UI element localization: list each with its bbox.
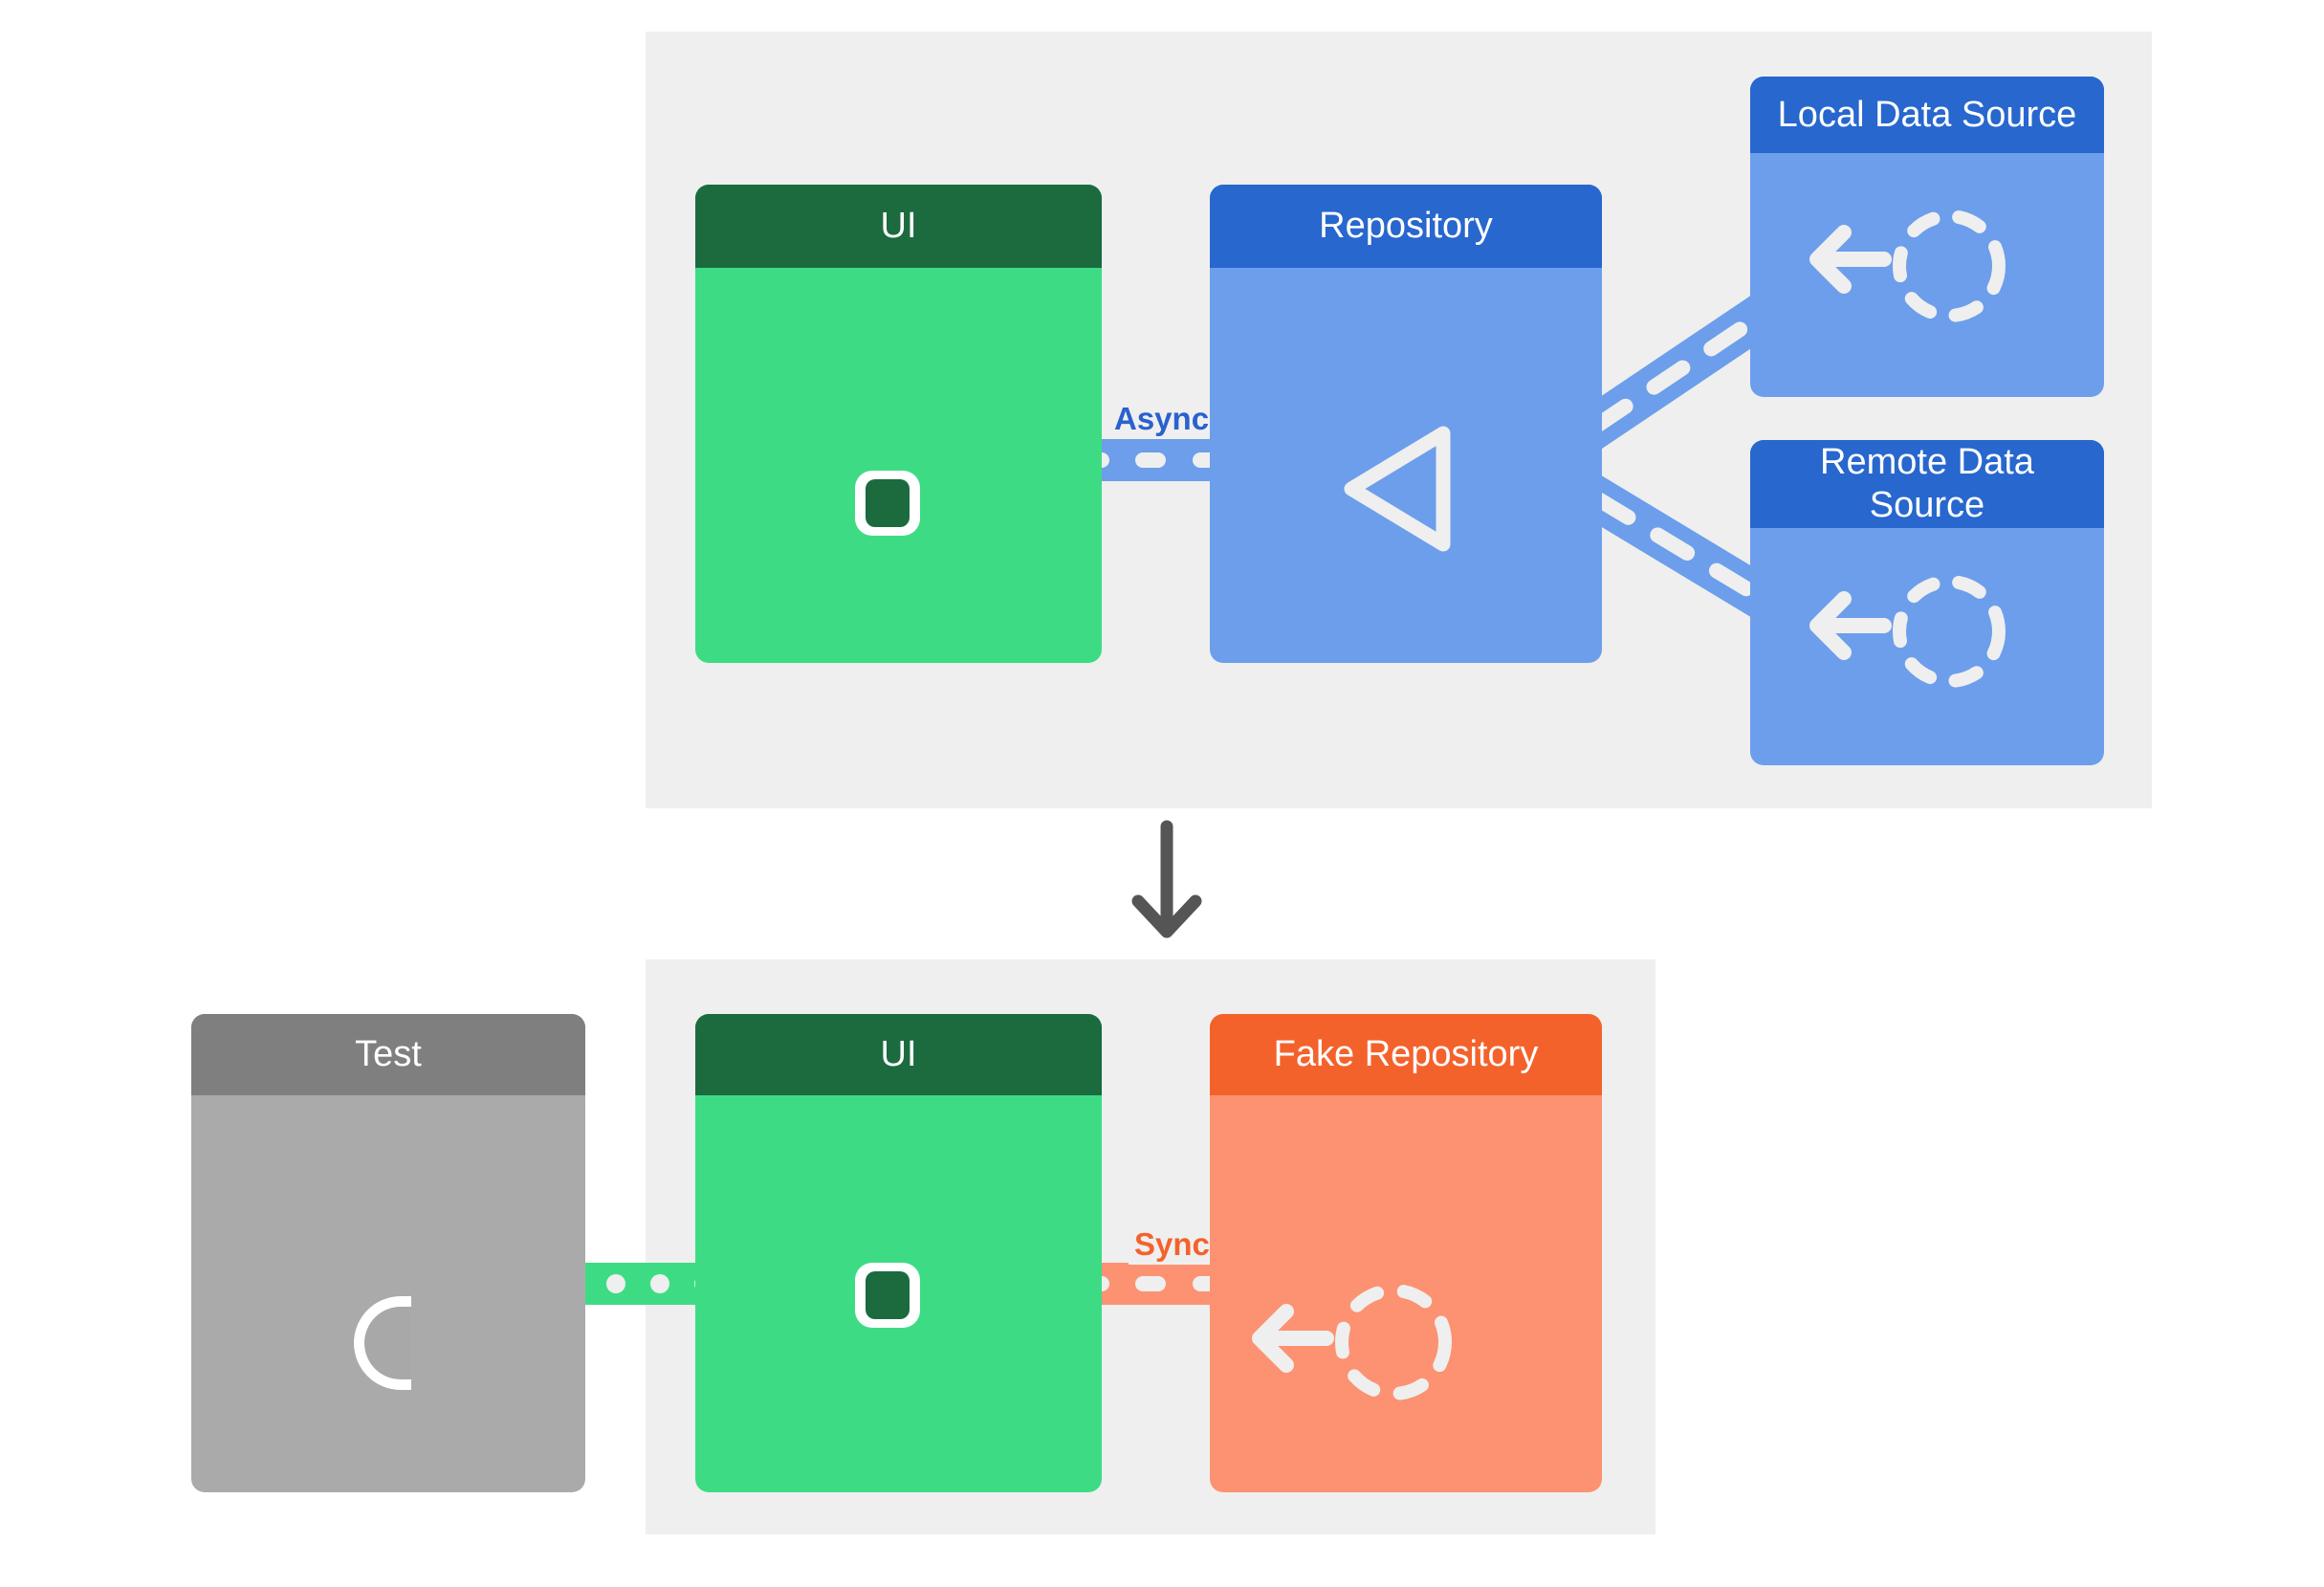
socket-icon[interactable] xyxy=(354,1296,411,1390)
down-arrow-icon xyxy=(1131,820,1202,938)
card-local-data-source-body xyxy=(1750,153,2104,397)
card-repository-title: Repository xyxy=(1210,185,1602,268)
merge-triangle-icon xyxy=(1344,426,1451,552)
card-local-data-source[interactable]: Local Data Source xyxy=(1750,77,2104,397)
card-remote-data-source-body xyxy=(1750,528,2104,765)
card-fake-repository-body xyxy=(1210,1095,1602,1492)
card-test[interactable]: Test xyxy=(191,1014,585,1492)
card-test-body xyxy=(191,1095,585,1492)
card-ui-test-title: UI xyxy=(695,1014,1102,1095)
sync-label: Sync xyxy=(1129,1224,1216,1265)
card-repository-body xyxy=(1210,268,1602,663)
card-fake-repository-title: Fake Repository xyxy=(1210,1014,1602,1095)
port-icon[interactable] xyxy=(855,471,920,536)
dashed-circle-icon xyxy=(1335,1284,1452,1400)
arrow-left-icon xyxy=(1809,225,1892,294)
card-ui-production-title: UI xyxy=(695,185,1102,268)
card-ui-test[interactable]: UI xyxy=(695,1014,1102,1492)
card-remote-data-source[interactable]: Remote Data Source xyxy=(1750,440,2104,765)
dashed-circle-icon xyxy=(1893,209,2006,322)
card-fake-repository[interactable]: Fake Repository xyxy=(1210,1014,1602,1492)
arrow-left-icon xyxy=(1809,591,1892,660)
port-icon[interactable] xyxy=(855,1263,920,1328)
port-icon-core xyxy=(866,479,910,527)
card-test-title: Test xyxy=(191,1014,585,1095)
card-ui-production-body xyxy=(695,268,1102,663)
port-icon-core xyxy=(866,1271,910,1319)
socket-icon-core xyxy=(364,1307,411,1379)
dashed-circle-icon xyxy=(1893,575,2006,688)
card-ui-production[interactable]: UI xyxy=(695,185,1102,663)
card-ui-test-body xyxy=(695,1095,1102,1492)
card-local-data-source-title: Local Data Source xyxy=(1750,77,2104,153)
card-remote-data-source-title: Remote Data Source xyxy=(1750,440,2104,528)
async-label: Async xyxy=(1108,399,1216,439)
card-repository[interactable]: Repository xyxy=(1210,185,1602,663)
arrow-left-icon xyxy=(1252,1304,1334,1373)
